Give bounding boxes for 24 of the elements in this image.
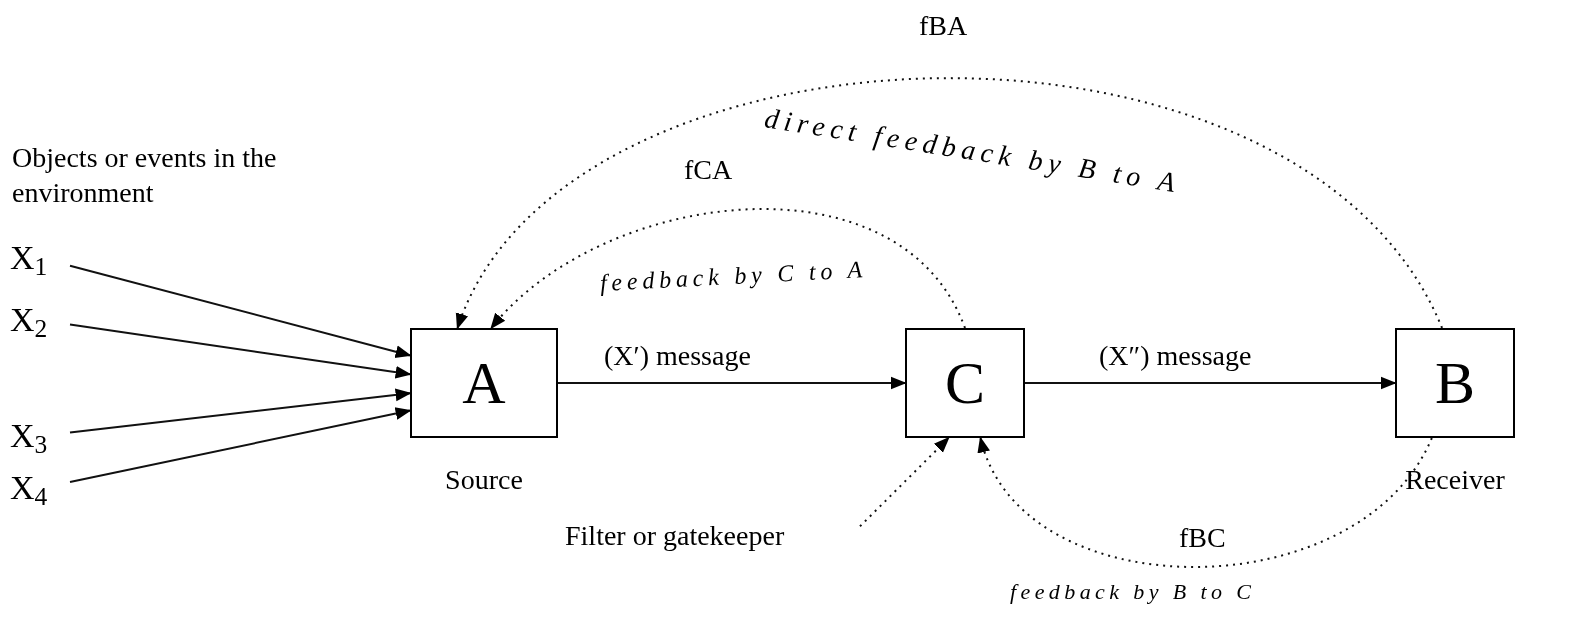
node-text: X$_{4}$ bbox=[10, 466, 70, 510]
curve-label: feedback by C to A bbox=[599, 255, 868, 298]
node-box: C bbox=[905, 328, 1025, 438]
arrow bbox=[69, 264, 412, 358]
node-text: X$_{3}$ bbox=[10, 414, 70, 458]
dotted-arrow bbox=[456, 77, 1444, 330]
node-caption: Receiver bbox=[1404, 463, 1506, 497]
node-text: Filter or gatekeeper bbox=[565, 518, 860, 554]
node-text: X$_{2}$ bbox=[10, 298, 70, 342]
arrow bbox=[69, 407, 412, 483]
node-text: X$_{1}$ bbox=[10, 236, 70, 280]
curve-label: direct feedback by B to A bbox=[762, 101, 1184, 201]
dotted-arrow bbox=[859, 436, 950, 528]
arrow bbox=[557, 376, 907, 390]
arrow bbox=[69, 388, 412, 434]
node-box: B bbox=[1395, 328, 1515, 438]
node-box: A bbox=[410, 328, 558, 438]
dotted-arrow bbox=[979, 436, 1433, 568]
note-text: Objects or events in the environment bbox=[12, 141, 278, 210]
arrow bbox=[1024, 376, 1397, 390]
dotted-arrow bbox=[490, 208, 966, 330]
node-caption: Source bbox=[444, 463, 524, 497]
curve-label: feedback by B to C bbox=[1010, 578, 1256, 606]
arrow bbox=[69, 323, 412, 379]
